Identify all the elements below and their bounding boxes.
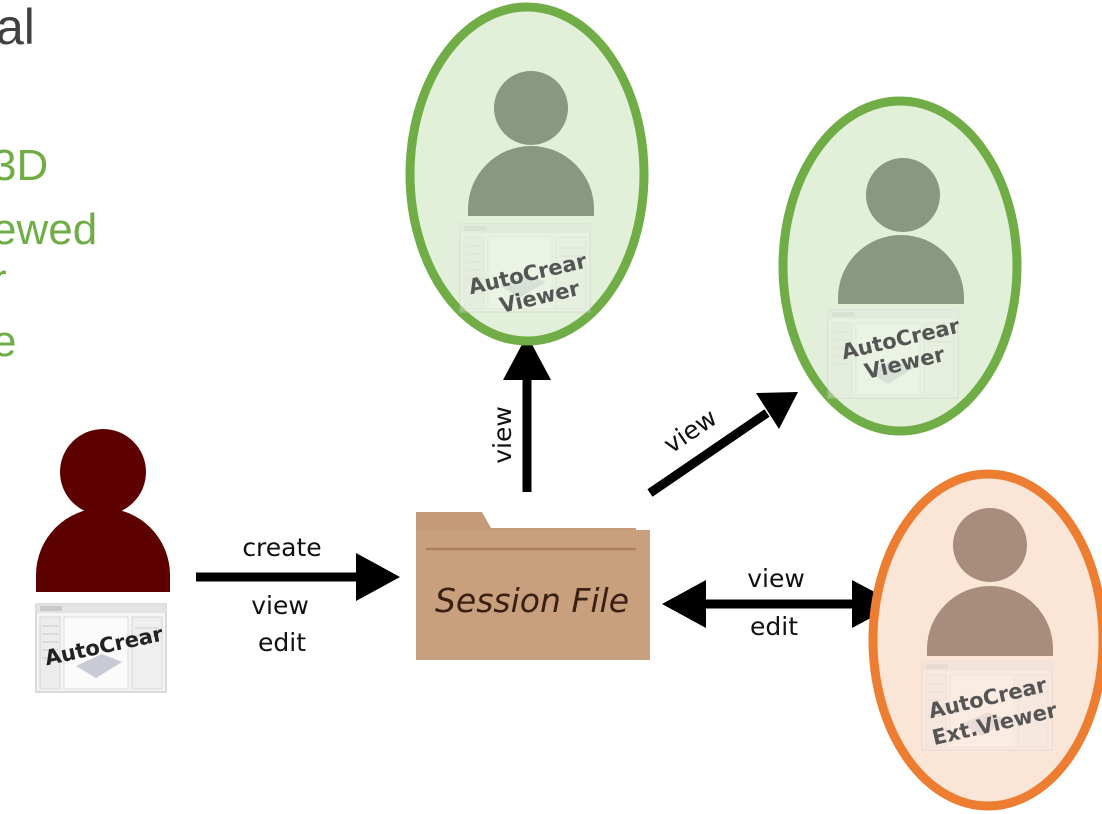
green-text-line-2: ewed (0, 205, 98, 254)
viewer-top-body-icon (468, 146, 594, 216)
viewer-right-head-icon (866, 158, 940, 232)
green-text-line-3: r (0, 256, 7, 304)
session-file-label: Session File (435, 581, 629, 620)
slide-heading-fragment: al (0, 0, 35, 55)
folder-icon (416, 530, 650, 660)
creator-head-icon (60, 429, 146, 515)
create-arrow (196, 553, 400, 601)
viewer-right-body-icon (838, 235, 964, 304)
create-label: create (242, 533, 321, 562)
folder-tab-icon (416, 512, 636, 534)
ext-view-label: view (747, 564, 805, 593)
creator-edit-label: edit (258, 628, 306, 657)
viewer-top-head-icon (494, 71, 568, 145)
ext-viewer-head-icon (953, 508, 1027, 582)
up-view-label: view (488, 406, 517, 464)
creator-body-icon (36, 508, 170, 592)
ext-viewer-body-icon (927, 586, 1053, 656)
viewer-right: AutoCrear Viewer (778, 96, 1022, 436)
green-text-line-1: 3D (0, 141, 49, 190)
viewer-top: AutoCrear Viewer (405, 2, 649, 346)
ext-viewer: AutoCrear Ext.Viewer (868, 469, 1102, 811)
creator-view-label: view (251, 591, 309, 620)
view-diagonal-arrow (647, 392, 798, 497)
view-up-arrow (503, 335, 551, 492)
creator-user: AutoCrear (35, 429, 170, 693)
session-file-folder: Session File (416, 512, 650, 660)
green-text-line-4: e (0, 317, 17, 366)
ext-edit-label: edit (750, 612, 798, 641)
